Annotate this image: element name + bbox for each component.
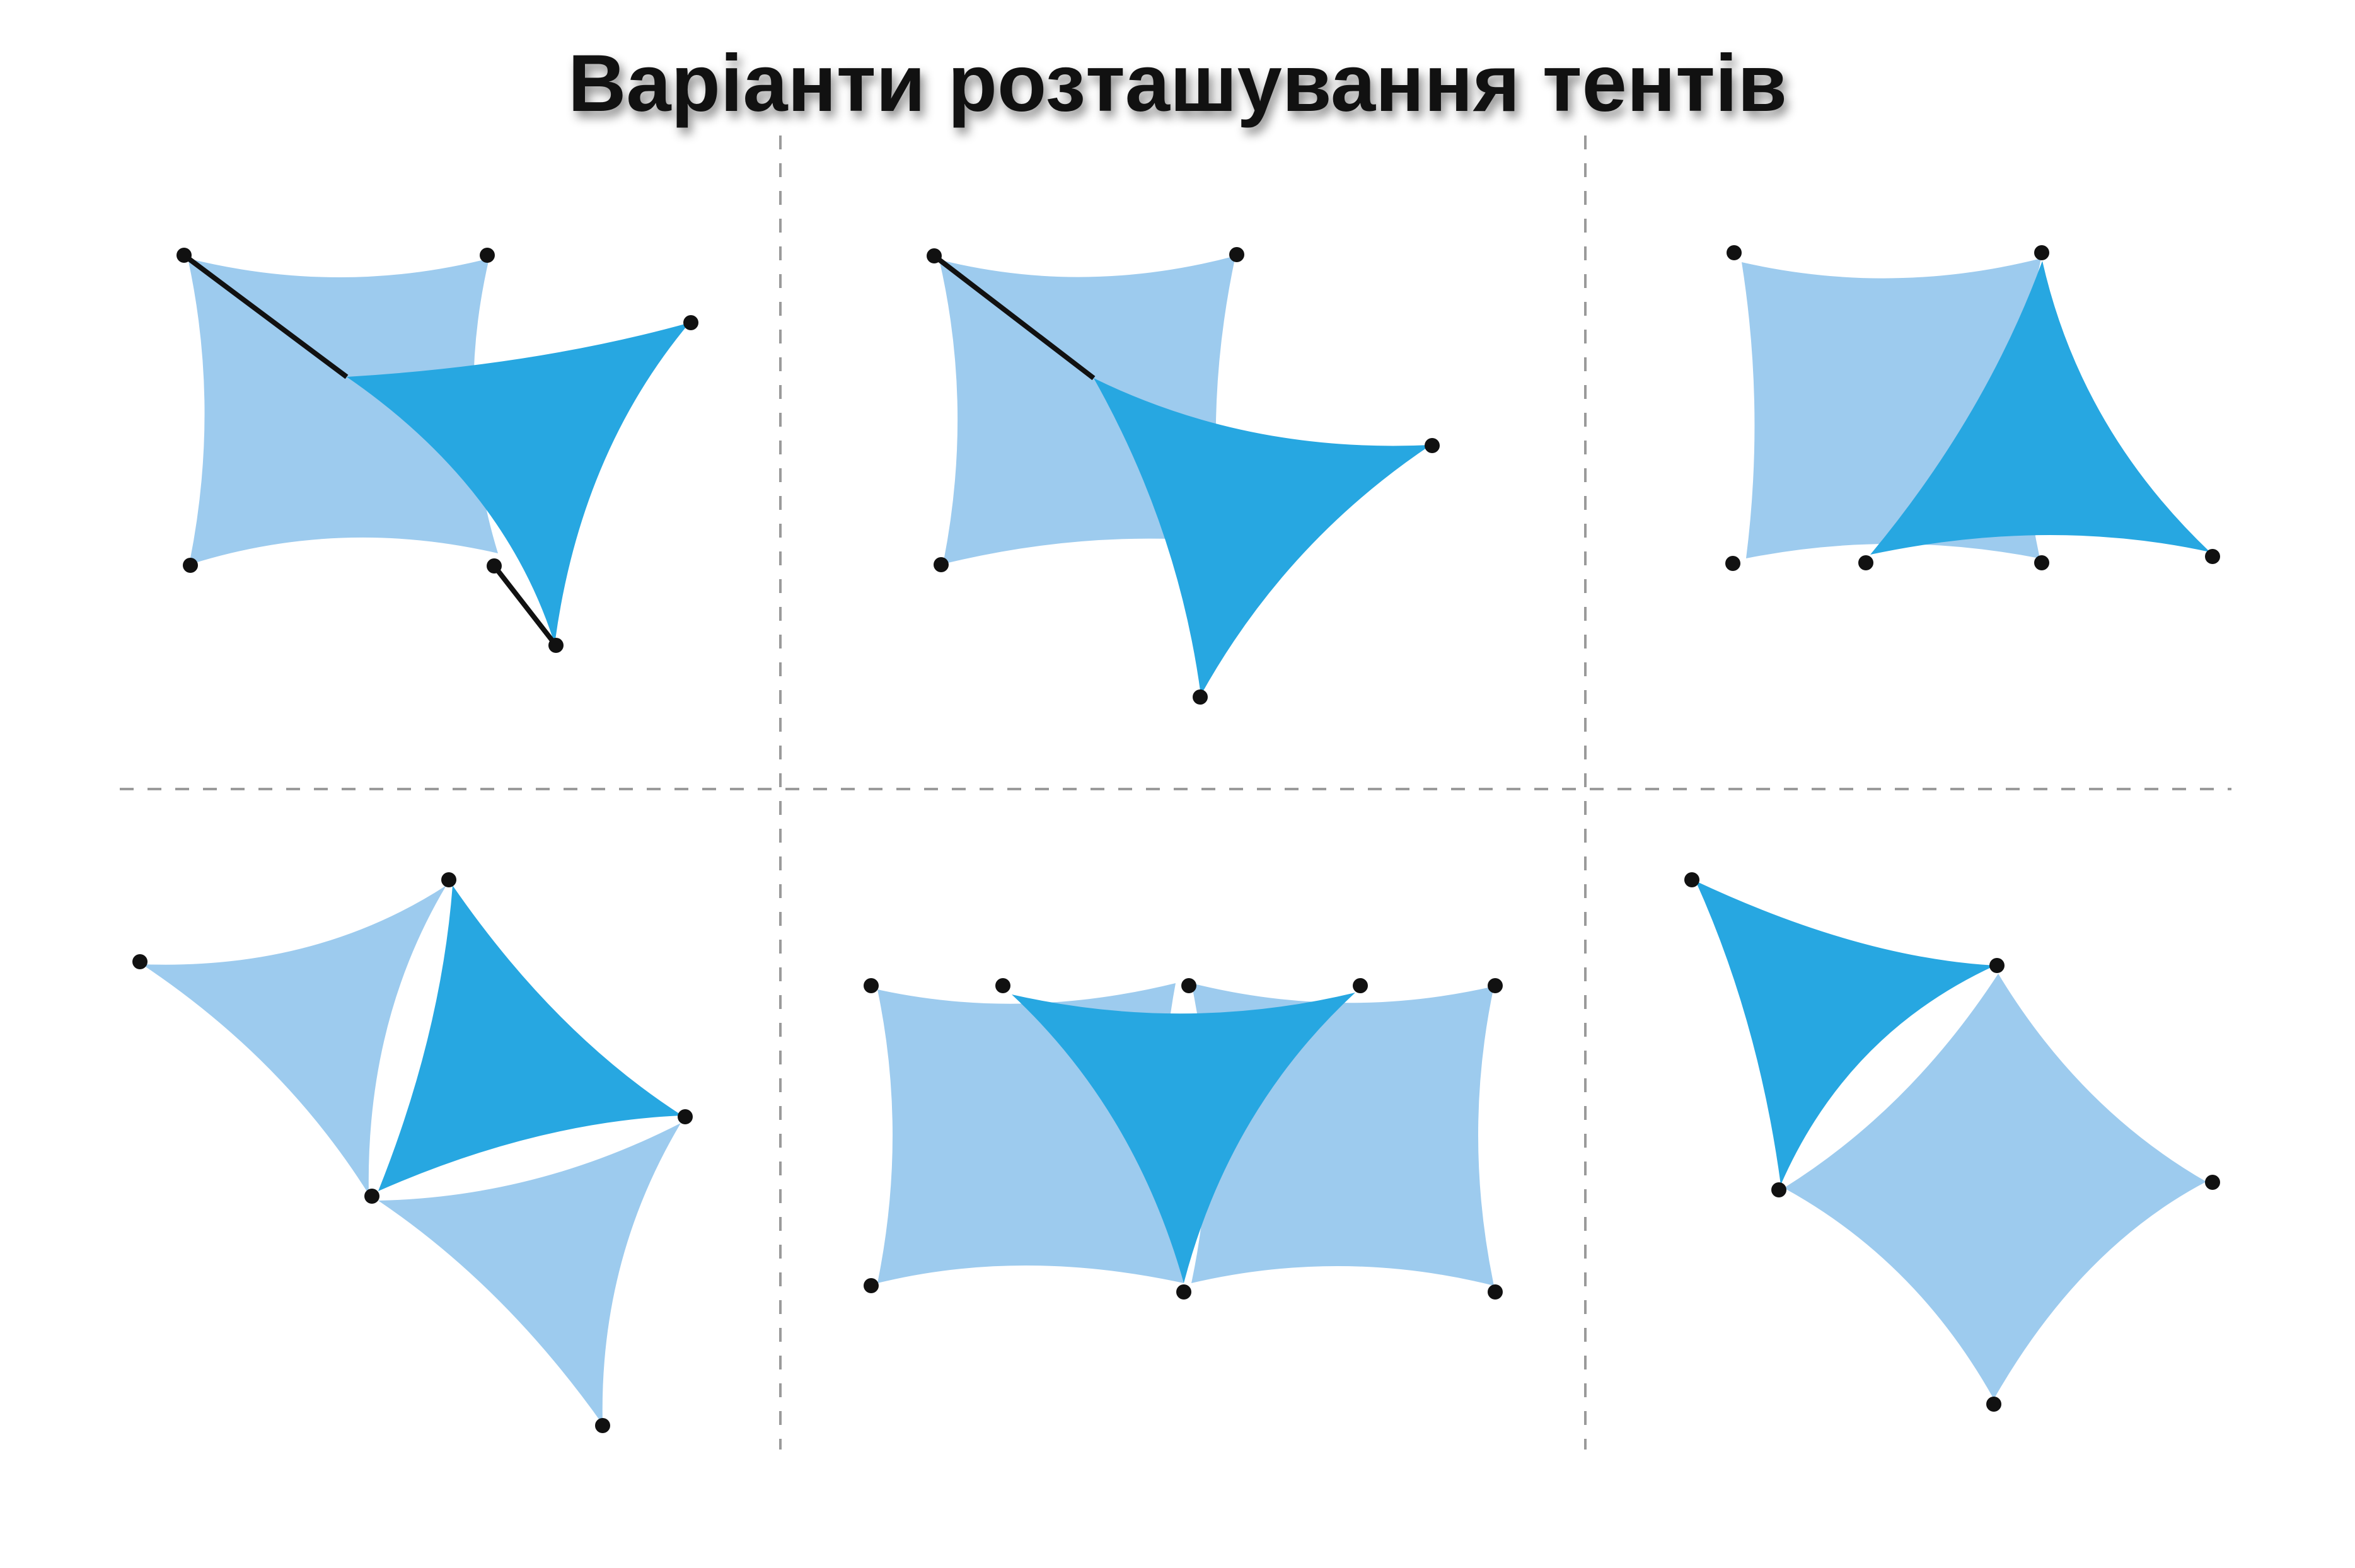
anchor-point xyxy=(995,978,1010,993)
anchor-point xyxy=(176,248,192,263)
anchor-point xyxy=(864,1278,879,1293)
anchor-points xyxy=(1684,872,2220,1412)
anchor-point xyxy=(595,1418,610,1433)
anchor-point xyxy=(2205,549,2220,564)
anchor-point xyxy=(1858,555,1873,570)
anchor-point xyxy=(1176,1284,1191,1300)
anchor-point xyxy=(1193,689,1208,705)
anchor-points xyxy=(864,978,1503,1300)
anchor-point xyxy=(183,558,198,573)
anchor-point xyxy=(1725,556,1740,571)
anchor-point xyxy=(1771,1182,1786,1197)
anchor-point xyxy=(934,557,949,572)
anchor-point xyxy=(927,248,942,263)
anchor-point xyxy=(1684,872,1699,887)
grid-dividers xyxy=(120,135,2231,1450)
triangle-sail xyxy=(1696,881,1995,1185)
triangle-sail xyxy=(1870,261,2210,555)
anchor-point xyxy=(864,978,879,993)
tension-line xyxy=(932,253,1096,381)
anchor-point xyxy=(2034,555,2049,570)
anchor-points xyxy=(132,872,693,1433)
square-sail xyxy=(188,258,498,565)
triangle-sail xyxy=(347,323,690,644)
anchor-points xyxy=(927,247,1440,705)
anchor-point xyxy=(1488,1284,1503,1300)
anchor-point xyxy=(2034,245,2049,260)
anchor-point xyxy=(441,872,456,887)
triangle-sail xyxy=(1012,993,1355,1283)
tension-lines xyxy=(932,253,1096,381)
tension-line xyxy=(182,253,349,379)
center-triangle-sail xyxy=(378,885,682,1191)
page-title: Варіанти розташування тентів xyxy=(567,38,1788,129)
layout-5 xyxy=(864,978,1503,1300)
anchor-point xyxy=(1727,245,1742,260)
anchor-point xyxy=(1229,247,1244,262)
anchor-point xyxy=(1353,978,1368,993)
diamond-sail xyxy=(1784,974,2206,1399)
tension-line xyxy=(492,564,558,647)
anchor-point xyxy=(1181,978,1196,993)
triangle-sail xyxy=(1094,378,1431,695)
anchor-point xyxy=(480,248,495,263)
anchor-point xyxy=(1425,438,1440,453)
layout-3 xyxy=(1725,245,2220,571)
layout-1 xyxy=(176,248,698,653)
anchor-point xyxy=(548,638,564,653)
anchor-points xyxy=(176,248,698,653)
anchor-point xyxy=(487,558,502,574)
tension-lines xyxy=(182,253,558,647)
bottom-triangle-sail xyxy=(378,1123,681,1424)
left-triangle-sail xyxy=(142,885,446,1194)
anchor-point xyxy=(1986,1397,2001,1412)
layout-6 xyxy=(1684,872,2220,1412)
anchor-point xyxy=(678,1109,693,1124)
anchor-point xyxy=(132,954,148,969)
anchor-point xyxy=(1989,958,2005,973)
anchor-points xyxy=(1725,245,2220,571)
anchor-point xyxy=(1488,978,1503,993)
layout-2 xyxy=(927,247,1440,705)
anchor-point xyxy=(2205,1175,2220,1190)
layout-4 xyxy=(132,872,693,1433)
anchor-point xyxy=(683,315,698,330)
anchor-point xyxy=(364,1189,379,1204)
